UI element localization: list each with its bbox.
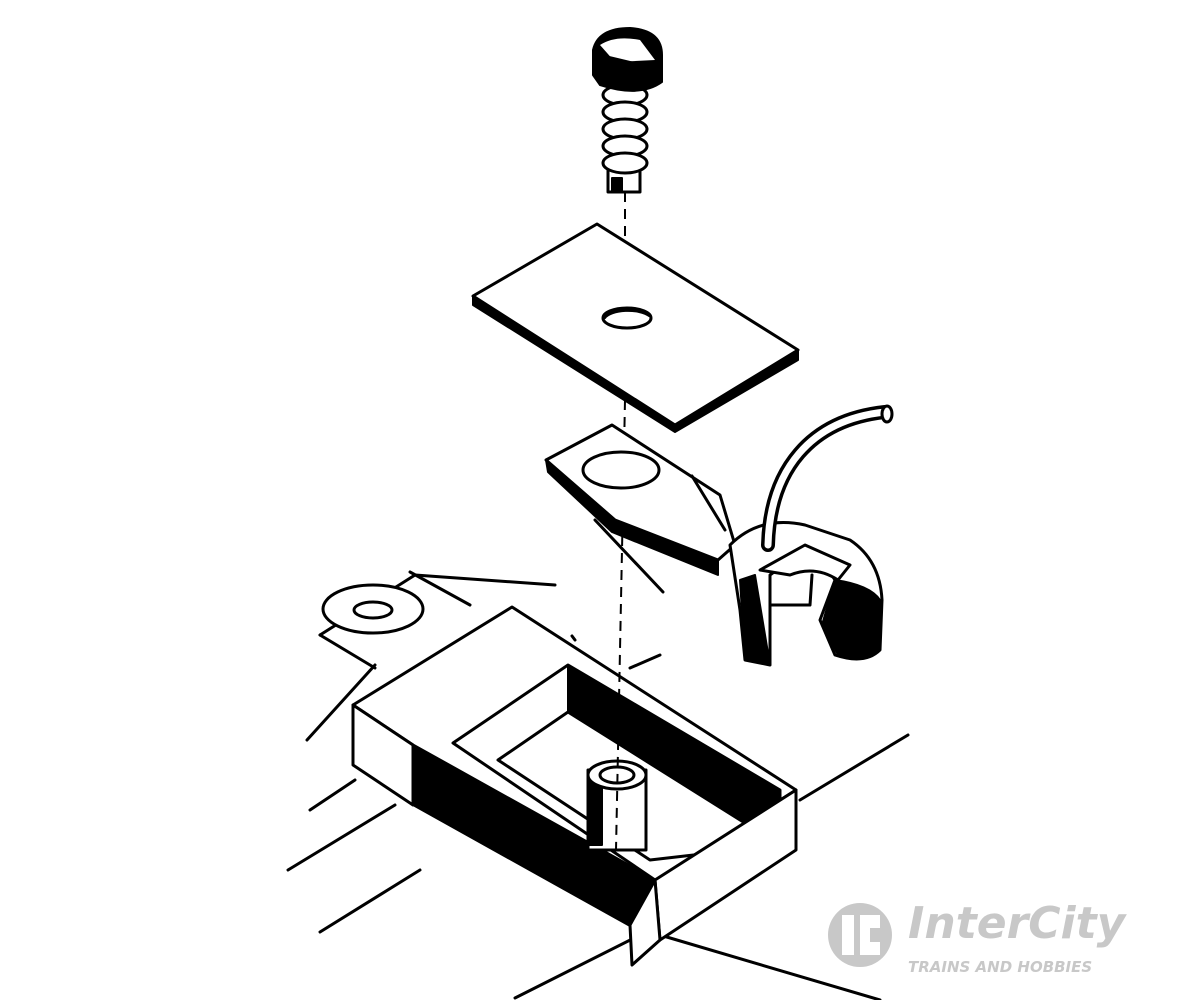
- coupler: [544, 423, 884, 667]
- watermark-brand: InterCity: [908, 898, 1128, 949]
- watermark-tagline: TRAINS AND HOBBIES: [908, 958, 1092, 976]
- spring: [601, 83, 649, 175]
- screw: [592, 27, 663, 194]
- car-body-lines: [286, 570, 910, 1000]
- intercity-logo-watermark: InterCity TRAINS AND HOBBIES: [828, 898, 1128, 976]
- washer: [321, 583, 425, 635]
- cover-plate: [471, 222, 800, 433]
- coupler-box: [351, 605, 798, 967]
